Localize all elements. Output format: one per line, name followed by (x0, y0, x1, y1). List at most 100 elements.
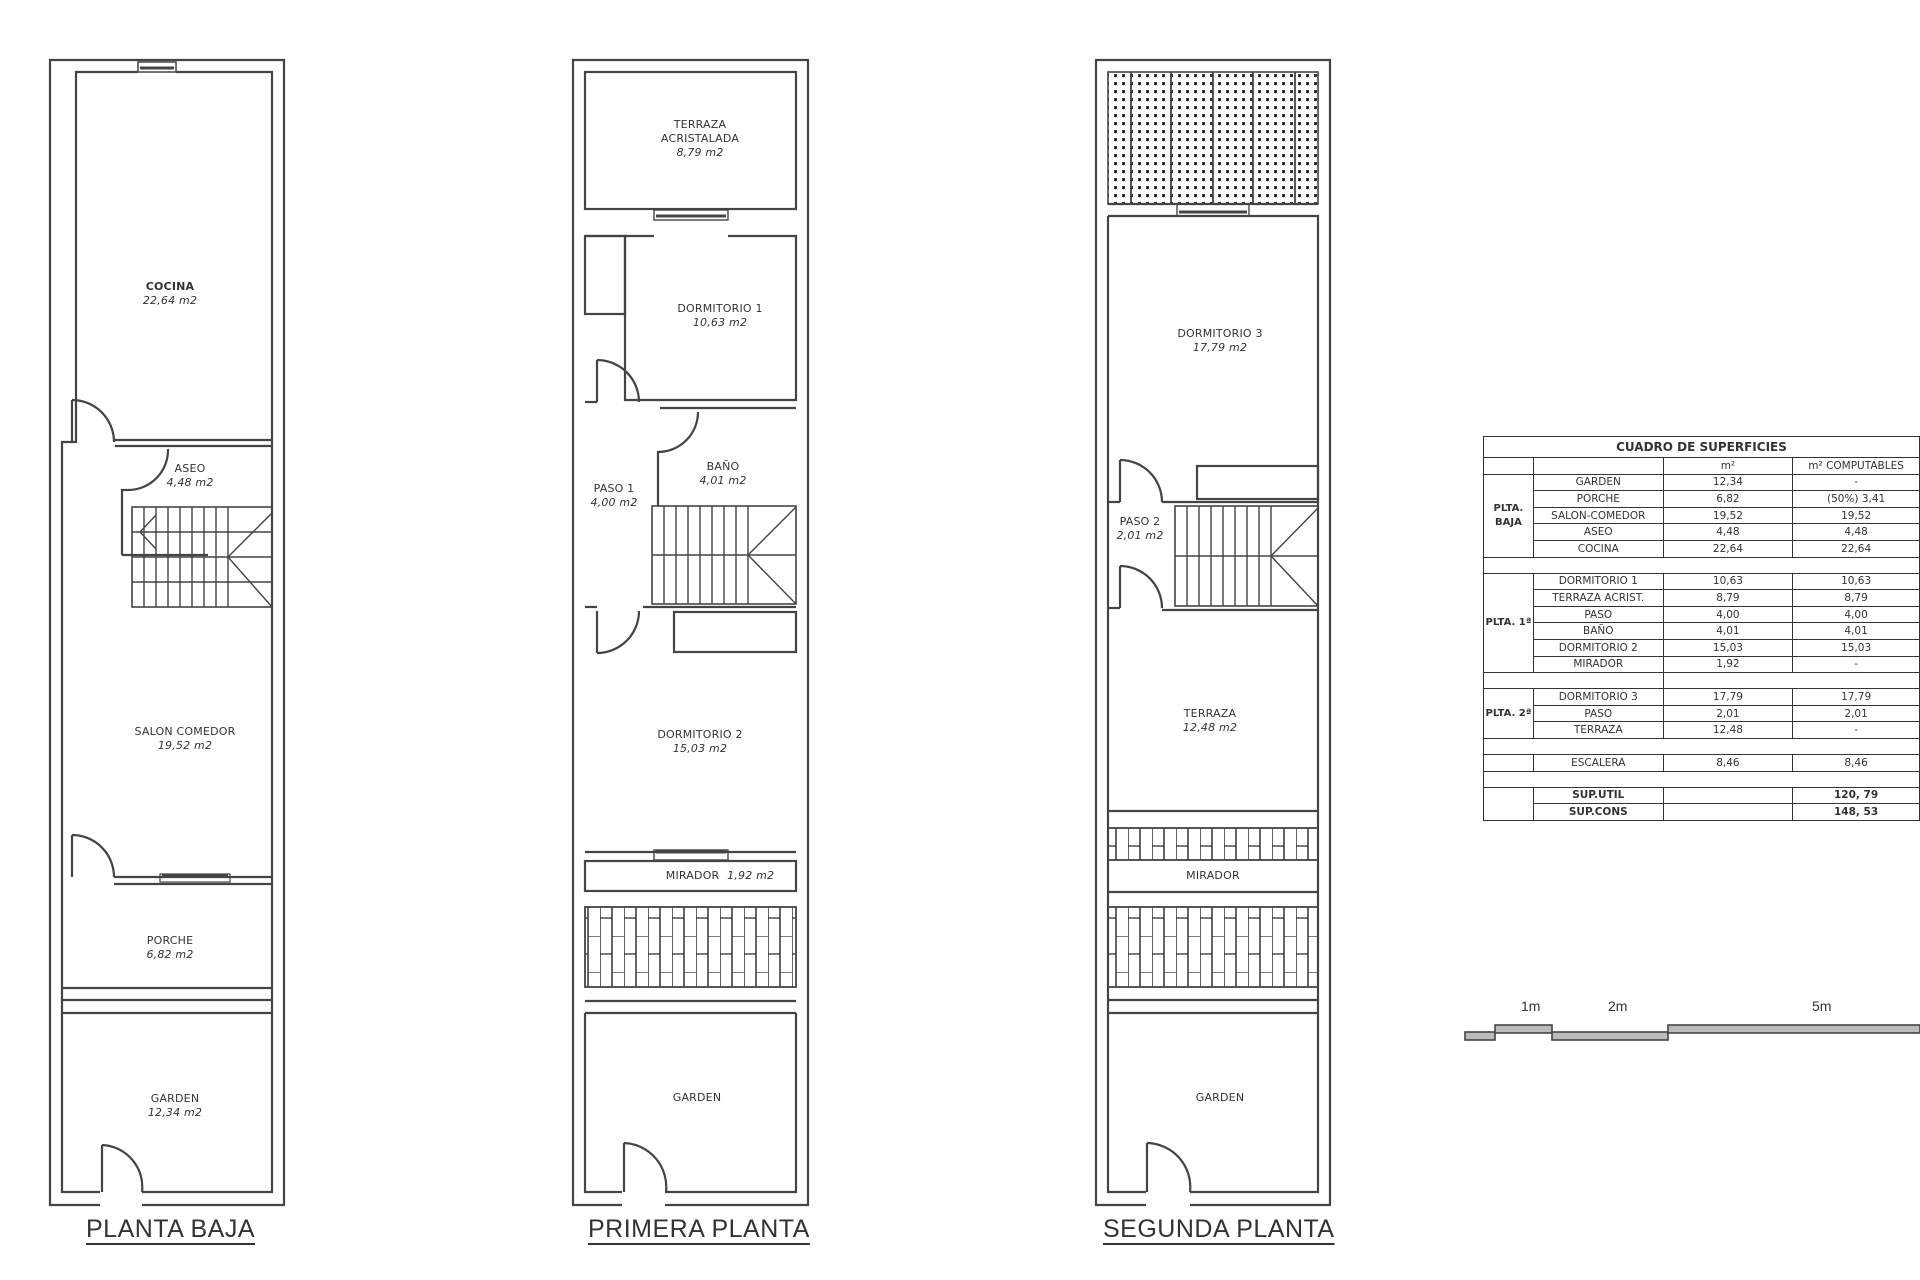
room-garden: GARDEN 12,34 m2 (125, 1092, 225, 1120)
group-label: PLTA. BAJA (1483, 473, 1534, 558)
scale-bar (1464, 1024, 1920, 1041)
spacer-row (1483, 737, 1920, 755)
cell-computable: 15,03 (1792, 638, 1920, 657)
plan-title-segunda-planta: SEGUNDA PLANTA (1103, 1215, 1335, 1243)
cell-computable: - (1792, 721, 1920, 739)
cell-m2: 17,79 (1662, 688, 1794, 706)
cell-room: PASO (1532, 605, 1664, 624)
empty-cell (1483, 786, 1534, 821)
col-header-m2: m² (1662, 457, 1794, 475)
room-area: 4,48 m2 (166, 476, 214, 489)
cell-m2: 8,46 (1662, 753, 1794, 772)
cell-room: BAÑO (1532, 622, 1664, 640)
room-area: 4,01 m2 (699, 474, 747, 487)
room-name: ASEO (174, 462, 206, 475)
room-name: DORMITORIO 2 (657, 728, 743, 741)
cell-room: TERRAZA ACRIST. (1532, 589, 1664, 607)
cell-room: TERRAZA (1532, 721, 1664, 739)
cell-m2: 4,00 (1662, 605, 1794, 624)
plan-title-primera-planta: PRIMERA PLANTA (588, 1215, 810, 1243)
spacer-row (1483, 672, 1664, 690)
table-row: PLTA. 2ª DORMITORIO 3 17,79 17,79 (1483, 688, 1920, 739)
empty-cell (1662, 786, 1794, 805)
cell-room: COCINA (1532, 539, 1664, 558)
room-area: 17,79 m2 (1192, 341, 1248, 354)
cell-computable: - (1792, 655, 1920, 674)
room-name: PASO 2 (1119, 515, 1161, 528)
total-value: 120, 79 (1792, 786, 1920, 805)
room-name: GARDEN (672, 1091, 722, 1104)
spacer-row (1483, 770, 1920, 788)
cell-m2: 12,34 (1662, 473, 1794, 492)
planta-baja-plan (48, 58, 286, 1207)
room-dormitorio-1: DORMITORIO 1 10,63 m2 (660, 302, 780, 330)
room-salon-comedor: SALON COMEDOR 19,52 m2 (110, 725, 260, 753)
room-name: PORCHE (146, 934, 194, 947)
table-row: PLTA. BAJA GARDEN 12,34 - (1483, 473, 1920, 558)
cell-room: PASO (1532, 704, 1664, 723)
table-row: TERRAZA 12,48 - (1484, 721, 1920, 739)
room-name: DORMITORIO 3 (1177, 327, 1263, 340)
cell-m2: 6,82 (1662, 490, 1794, 508)
room-area: 22,64 m2 (142, 294, 198, 307)
table-row: TERRAZA ACRIST. 8,79 8,79 (1484, 589, 1920, 607)
cell-m2: 2,01 (1662, 704, 1794, 723)
group-label: PLTA. 1ª (1483, 572, 1534, 674)
cell-computable: 22,64 (1792, 539, 1920, 558)
cell-room: ASEO (1532, 523, 1664, 541)
plan-title-planta-baja: PLANTA BAJA (86, 1215, 255, 1243)
cell-m2: 4,48 (1662, 523, 1794, 541)
room-area: 15,03 m2 (672, 742, 728, 755)
table-row: PASO 2,01 2,01 (1484, 704, 1920, 723)
table-row: BAÑO 4,01 4,01 (1484, 622, 1920, 640)
col-header (1532, 457, 1664, 475)
room-mirador: MIRADOR (1163, 869, 1263, 883)
room-name: BAÑO (706, 460, 740, 473)
surface-table: CUADRO DE SUPERFICIES m² m² COMPUTABLES … (1483, 436, 1920, 821)
cell-room: PORCHE (1532, 490, 1664, 508)
cell-computable: 4,01 (1792, 622, 1920, 640)
cell-m2: 1,92 (1662, 655, 1794, 674)
room-name: GARDEN (150, 1092, 200, 1105)
room-dormitorio-2: DORMITORIO 2 15,03 m2 (640, 728, 760, 756)
cell-room: DORMITORIO 3 (1532, 688, 1664, 706)
room-mirador: MIRADOR 1,92 m2 (660, 869, 780, 883)
total-value: 148, 53 (1792, 803, 1920, 821)
cell-m2: 4,01 (1662, 622, 1794, 640)
table-row: SALON-COMEDOR 19,52 19,52 (1484, 506, 1920, 525)
room-area: 6,82 m2 (146, 948, 194, 961)
room-paso-2: PASO 2 2,01 m2 (1112, 515, 1168, 543)
primera-planta-plan (571, 58, 810, 1207)
room-name: SALON COMEDOR (134, 725, 236, 738)
total-label: SUP.UTIL (1532, 786, 1664, 805)
cell-room: DORMITORIO 2 (1532, 638, 1664, 657)
table-row: PORCHE 6,82 (50%) 3,41 (1484, 490, 1920, 508)
room-area: 2,01 m2 (1116, 529, 1164, 542)
table-row-total: SUP.CONS 148, 53 (1484, 803, 1920, 821)
room-cocina: COCINA 22,64 m2 (120, 280, 220, 308)
segunda-planta-plan (1094, 58, 1332, 1207)
scale-label-1m: 1m (1521, 998, 1541, 1014)
col-header (1483, 457, 1534, 475)
cell-room: MIRADOR (1532, 655, 1664, 674)
cell-m2: 8,79 (1662, 589, 1794, 607)
room-terraza-acristalada: TERRAZA ACRISTALADA 8,79 m2 (650, 118, 750, 160)
cell-computable: 19,52 (1792, 506, 1920, 525)
total-label: SUP.CONS (1532, 803, 1664, 821)
table-row: PASO 4,00 4,00 (1484, 605, 1920, 624)
room-name: DORMITORIO 1 (677, 302, 763, 315)
room-area: 1,92 m2 (727, 869, 775, 882)
cell-computable: 8,46 (1792, 753, 1920, 772)
room-terraza: TERRAZA 12,48 m2 (1160, 707, 1260, 735)
room-garden: GARDEN (647, 1091, 747, 1105)
cell-m2: 22,64 (1662, 539, 1794, 558)
room-dormitorio-3: DORMITORIO 3 17,79 m2 (1160, 327, 1280, 355)
scale-label-5m: 5m (1812, 998, 1832, 1014)
cell-computable: 8,79 (1792, 589, 1920, 607)
cell-room: SALON-COMEDOR (1532, 506, 1664, 525)
room-area: 10,63 m2 (692, 316, 748, 329)
room-area: 8,79 m2 (676, 146, 724, 159)
table-row: MIRADOR 1,92 - (1484, 655, 1920, 674)
spacer-row (1483, 556, 1920, 574)
